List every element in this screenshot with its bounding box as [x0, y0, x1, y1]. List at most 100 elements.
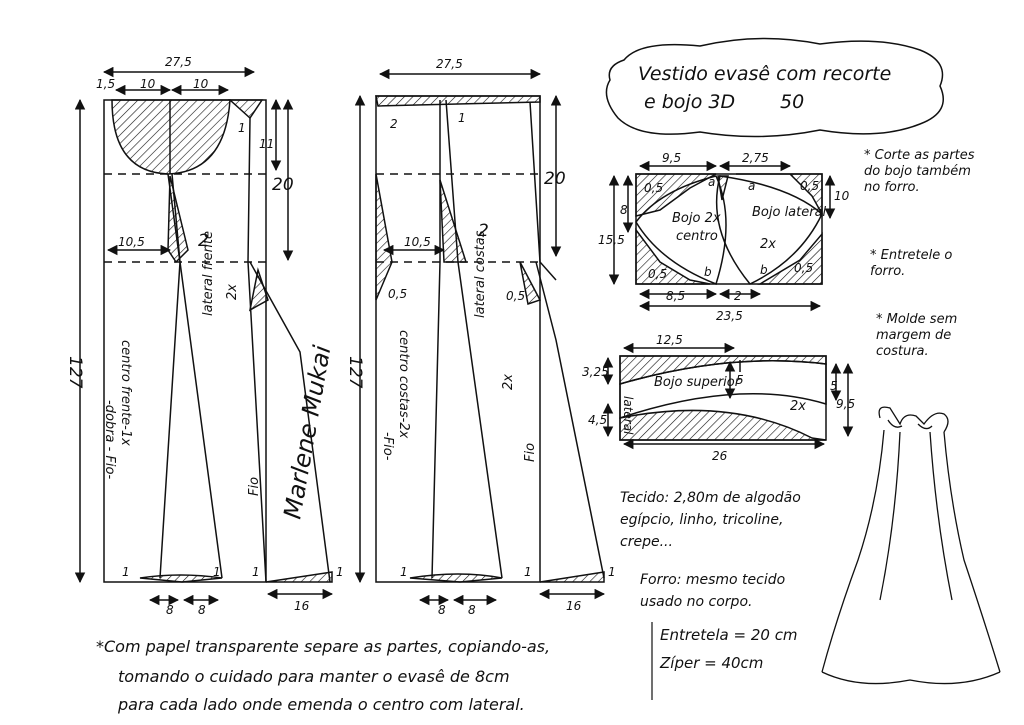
note-no-seam: Molde sem margem de costura. — [876, 312, 958, 359]
cup-w-right: 2,75 — [742, 151, 769, 165]
cup-mark-a2: a — [748, 179, 755, 193]
title-line2: e bojo 3D — [644, 91, 735, 113]
side-notes: * Corte as partes do bojo também no forr… — [864, 148, 975, 359]
front-top-dart — [228, 99, 264, 120]
back-half-left: 0,5 — [388, 287, 407, 301]
back-waist-dart — [439, 179, 468, 263]
cup-total: 23,5 — [716, 309, 743, 323]
cup-mark-a1: a — [708, 175, 715, 189]
upper-h45: 4,5 — [588, 413, 607, 427]
fabric-line2: egípcio, linho, tricoline, — [620, 512, 783, 528]
front-bust-a-label: 10 — [140, 77, 156, 91]
cup-m05-c: 0,5 — [648, 267, 667, 281]
front-offset-label: 1,5 — [96, 77, 115, 91]
front-hem-mark-side: 1 — [336, 565, 344, 579]
dress-sketch — [821, 406, 1001, 685]
cup-m05-b: 0,5 — [800, 179, 819, 193]
back-hem-mark-side: 1 — [608, 565, 616, 579]
lining-line2: usado no corpo. — [640, 594, 752, 610]
front-len11-label: 11 — [259, 137, 274, 151]
back-center-label: centro costas-2x — [396, 330, 411, 439]
instructions: *Com papel transparente separe as partes… — [96, 637, 550, 714]
back-top-hatch — [375, 95, 541, 107]
front-dart-mark: 1 — [238, 121, 246, 135]
cup-m05-d: 0,5 — [794, 261, 813, 275]
front-bust-hatch — [111, 99, 231, 175]
upper-cup-pattern — [602, 342, 854, 450]
front-hem-mark-right: 1 — [252, 565, 260, 579]
fabric-info: Tecido: 2,80m de algodão egípcio, linho,… — [620, 490, 801, 610]
title-cloud — [605, 37, 944, 138]
instructions-line3: para cada lado onde emenda o centro com … — [117, 695, 525, 714]
front-lateral-label: lateral frente — [201, 231, 216, 316]
upper-qty: 2x — [790, 399, 806, 414]
upper-width: 12,5 — [656, 333, 683, 347]
back-waist-label: 10,5 — [404, 235, 431, 249]
back-waist-dart-label: 2 — [478, 221, 489, 241]
title-line1: Vestido evasê com recorte — [638, 63, 891, 85]
front-hem-hatch — [265, 571, 333, 583]
fabric-line1: Tecido: 2,80m de algodão — [620, 490, 801, 506]
cup-lateral-qty: 2x — [760, 237, 776, 252]
cup-bottom-left: 8,5 — [666, 289, 685, 303]
lining-line1: Forro: mesmo tecido — [640, 572, 785, 588]
back-length-label: 127 — [345, 356, 365, 389]
back-len20-label: 20 — [544, 169, 566, 189]
upper-h95: 9,5 — [836, 397, 855, 411]
note-cut: Corte as partes do bojo também no forro. — [864, 148, 975, 195]
upper-h5a: 5 — [736, 373, 744, 387]
front-fio-label: Fio — [247, 477, 262, 496]
upper-lateral: lateral — [621, 396, 635, 435]
signature: Marlene Mukai — [278, 343, 336, 521]
cup-pattern — [608, 160, 836, 312]
front-hem-left-label: 8 — [166, 603, 174, 617]
back-hem-right-label: 8 — [468, 603, 476, 617]
back-hem-mark-right: 1 — [524, 565, 532, 579]
cup-lateral-shape — [715, 175, 823, 285]
note-interface: Entretele o forro. — [870, 248, 953, 279]
back-lateral-seam — [535, 261, 605, 579]
front-hem-right-label: 8 — [198, 603, 206, 617]
back-hem-mark-left: 1 — [400, 565, 408, 579]
back-center-sub: -Fio- — [380, 432, 395, 461]
back-lateral-label: lateral costas — [473, 230, 488, 318]
back-pattern — [354, 68, 606, 606]
cup-h155: 15,5 — [598, 233, 625, 247]
front-hem-mark-mid: 1 — [213, 565, 221, 579]
front-hem-side-label: 16 — [294, 599, 310, 613]
front-labels: 27,5 1,5 10 10 1 11 20 10,5 2 127 centro… — [65, 55, 344, 617]
front-pattern — [74, 66, 334, 606]
upper-label: Bojo superior — [654, 375, 742, 390]
supplies-interfacing: Entretela = 20 cm — [660, 626, 798, 644]
fabric-line3: crepe... — [620, 534, 673, 550]
cup-mark-b2: b — [760, 263, 768, 277]
front-waist-label: 10,5 — [118, 235, 145, 249]
supplies: Entretela = 20 cm Zíper = 40cm — [651, 622, 798, 700]
front-length-label: 127 — [65, 356, 85, 389]
cup-bottom-right: 2 — [734, 289, 742, 303]
cup-h8: 8 — [620, 203, 628, 217]
back-hem-hatch — [539, 571, 605, 583]
cup-center-shape — [635, 175, 727, 285]
front-len20-label: 20 — [272, 175, 294, 195]
back-width-label: 27,5 — [436, 57, 463, 71]
front-center-label: centro frente-1x — [118, 340, 133, 446]
instructions-line1: *Com papel transparente separe as partes… — [96, 637, 550, 656]
upper-cup-shape — [619, 359, 827, 420]
back-lateral-qty: 2x — [501, 374, 516, 390]
back-side-hatch — [375, 173, 393, 301]
front-width-label: 27,5 — [165, 55, 192, 69]
front-hem-mark-left: 1 — [122, 565, 130, 579]
front-lateral-qty: 2x — [225, 284, 240, 300]
front-lateral-seam — [247, 117, 267, 583]
upper-h5b: 5 — [830, 379, 838, 393]
title-size: 50 — [780, 91, 804, 113]
back-hem-left-label: 8 — [438, 603, 446, 617]
back-top-mark-left: 2 — [390, 117, 398, 131]
cup-w-left: 9,5 — [662, 151, 681, 165]
front-center-sub: -dobra - Fio- — [102, 400, 117, 479]
front-bust-b-label: 10 — [193, 77, 209, 91]
back-center-seam — [431, 100, 441, 579]
cup-center-label: Bojo 2x — [672, 211, 721, 226]
cup-center-sub: centro — [676, 229, 718, 244]
